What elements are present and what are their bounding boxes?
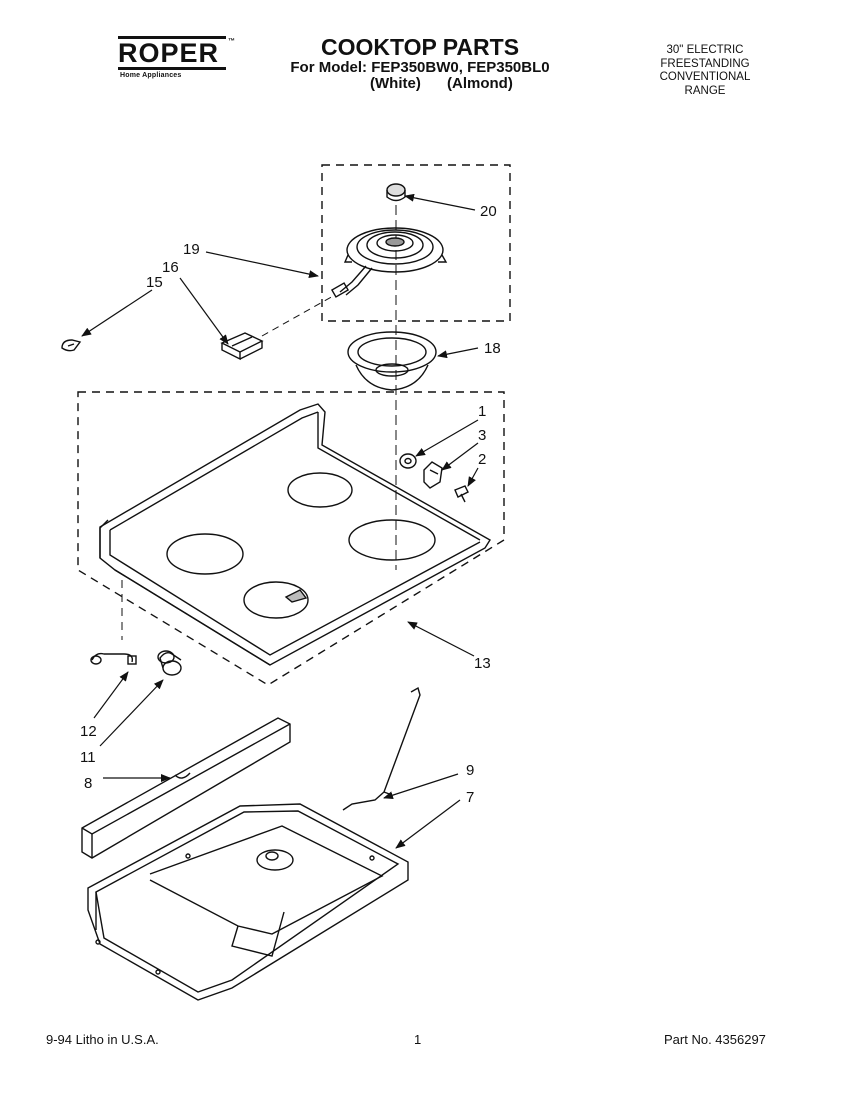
roper-logo: ROPER ™ Home Appliances xyxy=(118,36,238,84)
callout-13: 13 xyxy=(474,655,491,672)
callout-7: 7 xyxy=(466,789,474,806)
callout-12: 12 xyxy=(80,723,97,740)
part-7-burner-box xyxy=(87,803,409,1001)
callout-11: 11 xyxy=(80,749,96,766)
part-15-clip xyxy=(61,339,82,352)
element-group-box xyxy=(321,164,511,322)
footer-date-litho: 9-94 Litho in U.S.A. xyxy=(46,1032,159,1047)
leader-18 xyxy=(437,347,479,359)
logo-wordmark: ROPER xyxy=(118,36,226,70)
range-type-line: RANGE xyxy=(684,84,726,97)
cooktop-group-box xyxy=(77,391,505,686)
leader-7 xyxy=(395,799,461,849)
part-18-drip-bowl xyxy=(347,331,437,391)
leader-1 xyxy=(415,419,479,457)
callout-20: 20 xyxy=(480,203,497,220)
range-type-line: 30" ELECTRIC xyxy=(666,44,744,56)
range-type: 30" ELECTRIC FREESTANDING CONVENTIONAL R… xyxy=(640,44,770,98)
leader-2 xyxy=(467,467,479,487)
callout-16: 16 xyxy=(162,259,179,276)
part-1-nut xyxy=(399,453,417,469)
part-3-bracket xyxy=(423,461,443,489)
callout-8: 8 xyxy=(84,775,92,792)
part-13-cooktop xyxy=(99,403,491,666)
callout-18: 18 xyxy=(484,340,501,357)
callout-1: 1 xyxy=(478,403,486,420)
variant-almond: (Almond) xyxy=(447,75,513,92)
leader-16 xyxy=(179,277,229,345)
leader-19 xyxy=(205,251,319,279)
part-8-bracket xyxy=(81,717,291,859)
part-2-screw xyxy=(454,485,469,503)
variant-white: (White) xyxy=(370,75,421,92)
color-variants: (White) (Almond) xyxy=(370,76,550,92)
leader-12 xyxy=(93,671,129,719)
logo-subtitle: Home Appliances xyxy=(120,72,182,79)
callout-15: 15 xyxy=(146,274,163,291)
leader-20 xyxy=(404,193,476,211)
range-type-line: FREESTANDING xyxy=(660,57,750,70)
leader-11 xyxy=(99,679,164,747)
footer-page-number: 1 xyxy=(414,1032,422,1047)
logo-trademark: ™ xyxy=(228,38,235,45)
page-title: COOKTOP PARTS xyxy=(320,34,520,60)
part-20-cap xyxy=(386,183,406,202)
leader-9 xyxy=(383,773,459,800)
part-16-terminal-block xyxy=(220,332,264,361)
part-19-surface-element xyxy=(330,227,448,298)
footer-part-number: Part No. 4356297 xyxy=(664,1032,766,1047)
callout-9: 9 xyxy=(466,762,474,779)
callout-19: 19 xyxy=(183,241,200,258)
leader-3 xyxy=(441,442,479,471)
part-11-spacer xyxy=(157,650,182,676)
part-12-wire xyxy=(90,652,137,665)
leader-13 xyxy=(407,621,475,657)
range-type-line: CONVENTIONAL xyxy=(659,71,751,83)
callout-3: 3 xyxy=(478,427,486,444)
part-9-rod xyxy=(342,686,421,811)
model-line: For Model: FEP350BW0, FEP350BL0 xyxy=(290,59,550,76)
leader-15 xyxy=(81,289,153,337)
element-lead-dash xyxy=(261,294,336,337)
callout-2: 2 xyxy=(478,451,486,468)
